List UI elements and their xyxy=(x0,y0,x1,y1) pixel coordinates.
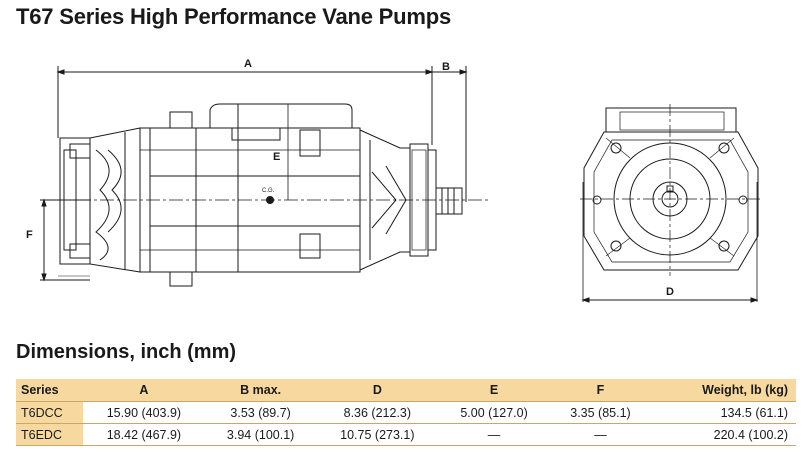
cell-series: T6DCC xyxy=(16,401,83,424)
header-b-max: B max. xyxy=(204,379,317,402)
cell-b-max: 3.94 (100.1) xyxy=(204,423,317,446)
cell-f: — xyxy=(549,423,652,446)
header-e: E xyxy=(438,379,550,402)
dim-label-f: F xyxy=(26,229,33,241)
table-row: T6EDC 18.42 (467.9) 3.94 (100.1) 10.75 (… xyxy=(16,423,796,446)
header-series: Series xyxy=(16,379,83,402)
cell-b-max: 3.53 (89.7) xyxy=(204,401,317,424)
header-d: D xyxy=(316,379,439,402)
cell-d: 8.36 (212.3) xyxy=(316,401,439,424)
header-f: F xyxy=(549,379,652,402)
cell-a: 15.90 (403.9) xyxy=(83,401,205,424)
cell-series: T6EDC xyxy=(16,423,83,446)
cg-label: C.G. xyxy=(262,188,275,194)
cell-e: — xyxy=(438,423,550,446)
cell-e: 5.00 (127.0) xyxy=(438,401,550,424)
table-header-row: Series A B max. D E F Weight, lb (kg) xyxy=(16,379,796,402)
cell-weight: 220.4 (100.2) xyxy=(651,423,796,446)
page-title: T67 Series High Performance Vane Pumps xyxy=(16,4,452,29)
header-weight: Weight, lb (kg) xyxy=(651,379,796,402)
cell-d: 10.75 (273.1) xyxy=(316,423,439,446)
cell-weight: 134.5 (61.1) xyxy=(651,401,796,424)
cell-f: 3.35 (85.1) xyxy=(549,401,652,424)
table-row: T6DCC 15.90 (403.9) 3.53 (89.7) 8.36 (21… xyxy=(16,401,796,424)
dim-label-a: A xyxy=(244,58,252,70)
dimensions-heading: Dimensions, inch (mm) xyxy=(16,341,237,363)
end-view: D xyxy=(580,104,762,303)
pump-dimension-drawing: A B F E xyxy=(26,58,762,303)
cell-a: 18.42 (467.9) xyxy=(83,423,205,446)
header-a: A xyxy=(83,379,205,402)
dim-label-b: B xyxy=(442,61,450,73)
side-view: A B F E xyxy=(26,58,490,287)
dim-label-d: D xyxy=(666,286,674,298)
dimensions-table: Series A B max. D E F Weight, lb (kg) T6… xyxy=(16,379,796,446)
dim-label-e: E xyxy=(273,151,280,163)
